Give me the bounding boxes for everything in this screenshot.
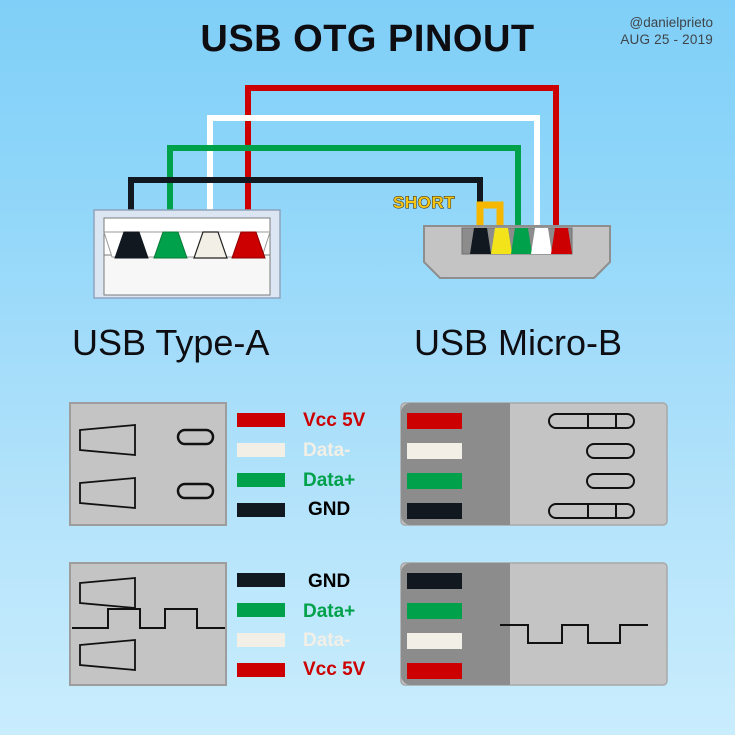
- legend-bottom-item-0: GND: [308, 571, 351, 592]
- legend-bottom-item-2: Data-: [303, 630, 351, 651]
- legend-top-item-2: Data+: [303, 470, 356, 491]
- port-a-pin-dp: [153, 231, 188, 259]
- port-a-pin-gnd: [114, 231, 149, 259]
- type-a-plug-top: [69, 402, 227, 526]
- caption-usb-type-a: USB Type-A: [72, 322, 270, 363]
- port-b-pin-dp: [511, 228, 532, 254]
- wire-vcc: [245, 85, 559, 245]
- usb-micro-b-port: [423, 225, 611, 279]
- micro-b-plug-bottom: [400, 562, 668, 686]
- wire-data-minus: [207, 115, 540, 245]
- port-a-pin-dm: [193, 231, 228, 259]
- legend-top-item-3: GND: [308, 499, 351, 520]
- short-label: SHORT: [393, 193, 456, 213]
- port-a-pin-vcc: [231, 231, 266, 259]
- legend-bottom-item-1: Data+: [303, 601, 356, 622]
- type-a-strips-bottom: [237, 573, 285, 677]
- credit-block: @danielprieto AUG 25 - 2019: [620, 14, 713, 48]
- wire-short-jumper: [476, 201, 504, 232]
- port-b-pin-dm: [531, 228, 552, 254]
- port-b-pin-vcc: [551, 228, 572, 254]
- type-a-plug-bottom: [69, 562, 227, 686]
- credit-date: AUG 25 - 2019: [620, 32, 713, 47]
- legend-top-item-0: Vcc 5V: [303, 410, 366, 431]
- micro-b-plug-top: [400, 402, 668, 526]
- usb-type-a-port: [93, 209, 281, 299]
- legend-bottom-item-3: Vcc 5V: [303, 659, 366, 680]
- credit-handle: @danielprieto: [629, 15, 713, 30]
- legend-top-item-1: Data-: [303, 440, 351, 461]
- port-b-pin-id: [491, 228, 512, 254]
- wire-data-plus: [167, 145, 521, 245]
- type-a-strips-top: [237, 413, 285, 517]
- page-title: USB OTG PINOUT: [200, 18, 535, 60]
- caption-usb-micro-b: USB Micro-B: [414, 322, 623, 363]
- port-b-pin-gnd: [470, 228, 491, 254]
